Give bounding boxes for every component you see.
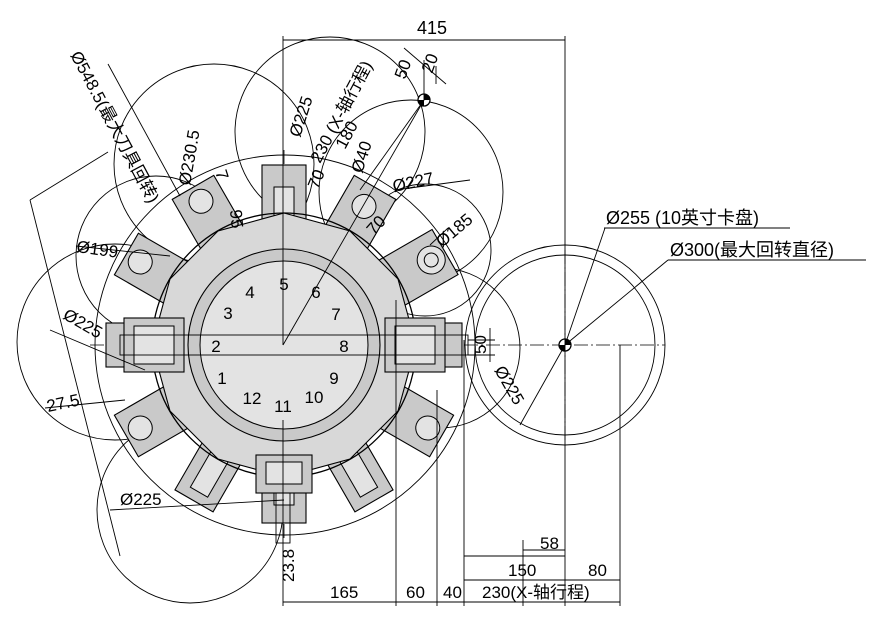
dim-199: Ø199 bbox=[75, 237, 119, 262]
dim-225-bottom: Ø225 bbox=[120, 490, 162, 509]
turret-number-3: 3 bbox=[223, 304, 232, 323]
dim-227: Ø227 bbox=[391, 169, 436, 196]
dim-40-bottom: 40 bbox=[443, 583, 462, 602]
dim-225-right: Ø225 bbox=[491, 363, 528, 409]
dim-50-top: 50 bbox=[391, 57, 415, 81]
dim-max-tool-swing: Ø548.5(最大刀具回转) bbox=[66, 48, 162, 206]
dim-x-travel-bottom: 230(X-轴行程) bbox=[482, 583, 590, 602]
turret-number-2: 2 bbox=[211, 337, 220, 356]
turret-number-7: 7 bbox=[331, 305, 340, 324]
turret-number-8: 8 bbox=[339, 337, 348, 356]
turret-number-10: 10 bbox=[305, 388, 324, 407]
dim-415: 415 bbox=[417, 18, 447, 38]
dim-185: Ø185 bbox=[432, 210, 476, 251]
dim-20: 20 bbox=[418, 51, 442, 75]
dim-27-5: 27.5 bbox=[45, 390, 81, 415]
dim-225-top: Ø225 bbox=[286, 94, 317, 139]
dim-max-swing: Ø300(最大回转直径) bbox=[670, 240, 834, 260]
dim-58: 58 bbox=[540, 534, 559, 553]
dim-80: 80 bbox=[588, 561, 607, 580]
turret-number-1: 1 bbox=[217, 369, 226, 388]
dim-7: 7 bbox=[211, 167, 232, 182]
turret-number-6: 6 bbox=[311, 283, 320, 302]
turret-number-12: 12 bbox=[243, 389, 262, 408]
dim-150: 150 bbox=[508, 561, 536, 580]
dimension-lines bbox=[29, 36, 866, 606]
dim-95: 95 bbox=[226, 209, 247, 230]
turret-number-4: 4 bbox=[245, 283, 254, 302]
dim-165: 165 bbox=[330, 583, 358, 602]
turret-numbers: 1 2 3 4 5 6 7 8 9 10 11 12 bbox=[211, 275, 348, 416]
dim-23-8: 23.8 bbox=[279, 549, 298, 582]
turret-body bbox=[105, 164, 469, 544]
turret-number-11: 11 bbox=[274, 397, 292, 416]
dim-chuck: Ø255 (10英寸卡盘) bbox=[606, 208, 759, 228]
dim-70-left: 70 bbox=[304, 167, 329, 192]
dim-60: 60 bbox=[406, 583, 425, 602]
dim-230-5: Ø230.5 bbox=[175, 128, 203, 186]
turret-number-5: 5 bbox=[279, 275, 288, 294]
turret-number-9: 9 bbox=[329, 369, 338, 388]
dim-50-right: 50 bbox=[471, 335, 490, 354]
